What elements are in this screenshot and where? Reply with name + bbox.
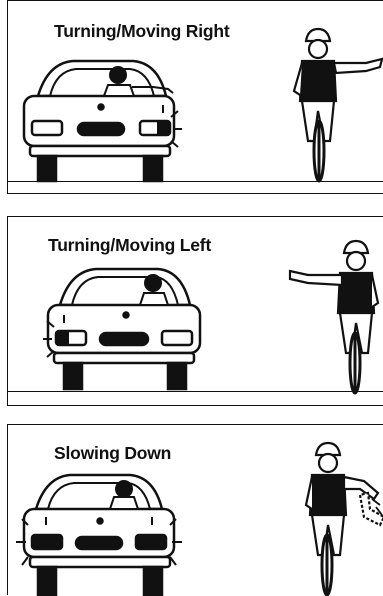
car-illustration (24, 475, 174, 596)
cyclist-figure (294, 29, 382, 181)
panel-turning-left: Turning/Moving Left (7, 216, 383, 406)
cyclist-figure (306, 443, 383, 596)
illustration-turning-left (8, 217, 383, 407)
illustration-slowing-down (8, 425, 383, 596)
car-illustration (48, 269, 200, 389)
car-illustration (24, 61, 174, 181)
illustration-turning-right (8, 1, 383, 195)
cyclist-figure (290, 241, 378, 393)
panel-slowing-down: Slowing Down (7, 424, 383, 595)
panel-turning-right: Turning/Moving Right (7, 0, 383, 194)
